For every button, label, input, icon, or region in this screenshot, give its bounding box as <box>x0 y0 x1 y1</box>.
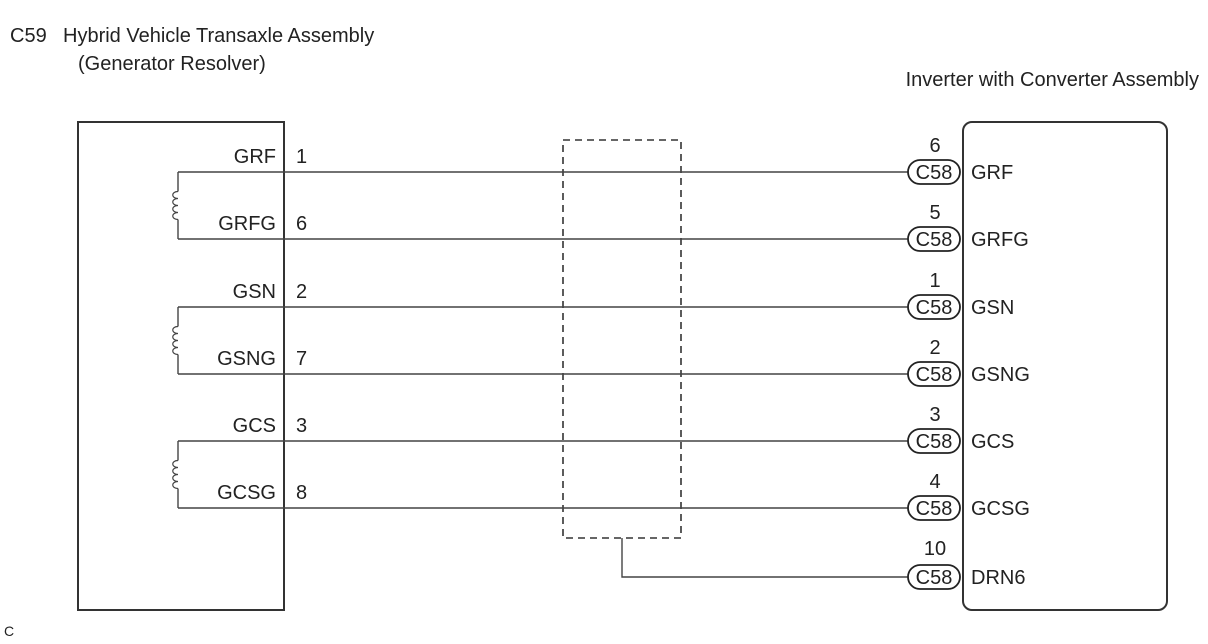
connector-pill <box>907 361 961 387</box>
right-terminal-label: GSNG <box>971 364 1030 386</box>
left-pin-number: 1 <box>296 146 307 168</box>
connector-label: C58 <box>916 162 953 184</box>
left-component-code: C59 <box>10 25 47 47</box>
drain-connector-label: C58 <box>916 567 953 589</box>
coil-group <box>172 172 179 508</box>
left-terminal-label: GCSG <box>217 482 276 504</box>
right-terminal-label: GSN <box>971 297 1014 319</box>
connector-label: C58 <box>916 498 953 520</box>
resolver-coil-icon <box>172 441 179 508</box>
left-component-title: Hybrid Vehicle Transaxle Assembly <box>63 25 374 47</box>
left-pin-number: 8 <box>296 482 307 504</box>
drain-right-label: DRN6 <box>971 567 1025 589</box>
connector-pill <box>907 428 961 454</box>
right-terminal-label: GRF <box>971 162 1013 184</box>
right-pin-number: 1 <box>929 270 940 292</box>
connector-label: C58 <box>916 431 953 453</box>
right-terminal-label: GCS <box>971 431 1014 453</box>
left-terminal-label: GSNG <box>217 348 276 370</box>
right-pin-number: 3 <box>929 404 940 426</box>
left-component-subtitle: (Generator Resolver) <box>78 53 266 75</box>
left-terminal-label: GRFG <box>218 213 276 235</box>
connector-pill <box>907 495 961 521</box>
drain-connector <box>907 564 961 590</box>
left-pin-number: 7 <box>296 348 307 370</box>
left-pin-number: 3 <box>296 415 307 437</box>
right-terminal-label: GCSG <box>971 498 1030 520</box>
left-terminal-label: GRF <box>234 146 276 168</box>
shield-box <box>562 139 682 539</box>
left-component-box <box>77 121 285 611</box>
drain-wire <box>621 538 910 578</box>
connector-label: C58 <box>916 297 953 319</box>
left-terminal-label: GSN <box>233 281 276 303</box>
connector-pill <box>907 159 961 185</box>
right-pin-number: 4 <box>929 471 940 493</box>
connector-label: C58 <box>916 229 953 251</box>
resolver-coil-icon <box>172 172 179 239</box>
connector-label: C58 <box>916 364 953 386</box>
right-terminal-label: GRFG <box>971 229 1029 251</box>
right-component-box <box>962 121 1168 611</box>
connector-pill <box>907 226 961 252</box>
connector-pill <box>907 294 961 320</box>
resolver-coil-icon <box>172 307 179 374</box>
footer-code: C <box>4 623 14 639</box>
drain-right-pin: 10 <box>924 538 946 560</box>
left-pin-number: 6 <box>296 213 307 235</box>
right-pin-number: 6 <box>929 135 940 157</box>
left-terminal-label: GCS <box>233 415 276 437</box>
left-pin-number: 2 <box>296 281 307 303</box>
right-pin-number: 5 <box>929 202 940 224</box>
right-component-title: Inverter with Converter Assembly <box>906 69 1199 91</box>
right-pin-number: 2 <box>929 337 940 359</box>
